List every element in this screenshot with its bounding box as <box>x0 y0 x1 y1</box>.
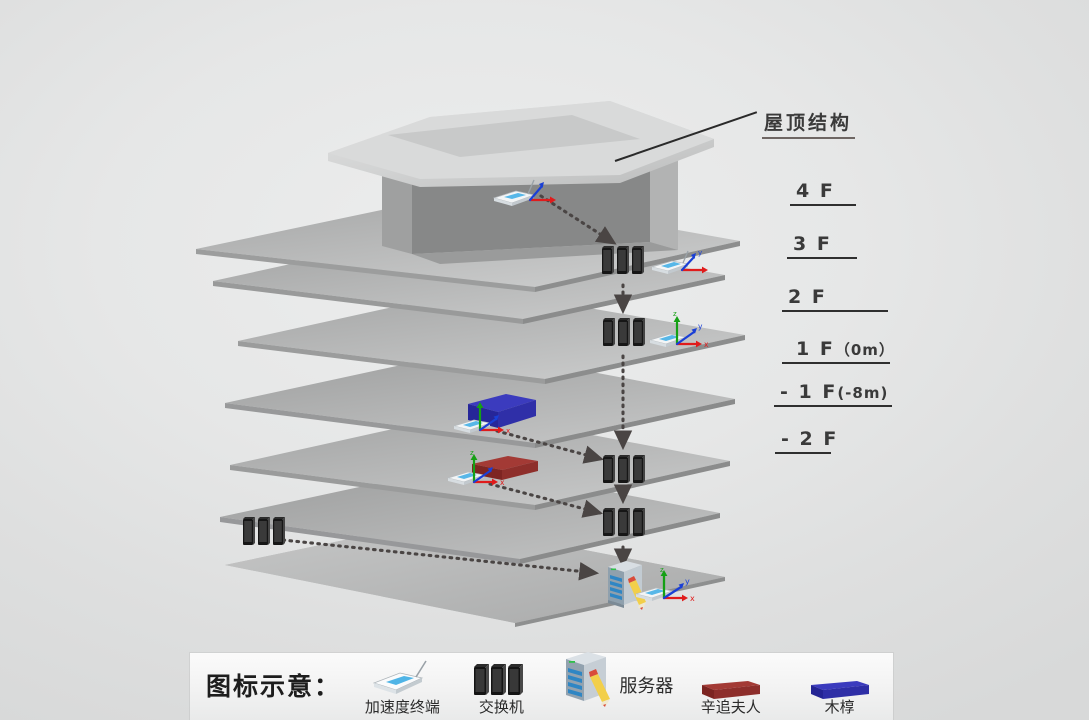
floor-label--1f: - 1 F(-8m) <box>774 381 892 407</box>
device-network-switch-3f[interactable] <box>600 244 650 284</box>
legend-title: 图标示意： <box>206 672 342 701</box>
legend-item-switch: 交换机 <box>458 653 545 720</box>
floor-label--1f-text: - 1 F <box>780 381 838 403</box>
network-switch-icon <box>472 659 530 699</box>
svg-text:x: x <box>704 340 709 349</box>
axis-indicator-1f: z x y <box>673 310 709 349</box>
svg-text:y: y <box>698 249 702 257</box>
legend-item-xinzhui: 辛追夫人 <box>675 653 786 720</box>
network-switch-icon <box>603 318 645 346</box>
axis-indicator--1f: x <box>476 402 510 435</box>
network-switch-icon <box>602 246 644 274</box>
floor-label-3f: 3 F <box>787 233 857 259</box>
floor-label-1f-unit: （0m） <box>834 341 895 359</box>
device-network-switch-bottom-right[interactable] <box>601 506 651 546</box>
device-accelerometer-terminal-bottom[interactable]: z x y <box>634 566 710 616</box>
device-accelerometer-terminal-4f[interactable] <box>490 178 560 212</box>
floor-underline-4f <box>790 204 856 206</box>
legend-label-server: 服务器 <box>619 675 674 697</box>
network-switch-icon <box>243 517 285 545</box>
axis-indicator--2f: z x <box>470 449 505 487</box>
blue-block-icon <box>809 659 871 699</box>
floor-label-3f-text: 3 F <box>793 233 832 255</box>
svg-text:x: x <box>500 478 505 487</box>
svg-text:x: x <box>690 594 695 603</box>
svg-text:y: y <box>698 322 703 331</box>
network-switch-icon <box>603 455 645 483</box>
device-network-switch--2f[interactable] <box>601 453 651 493</box>
floor-label-1f-text: 1 F <box>796 338 835 360</box>
floor-label--2f-text: - 2 F <box>781 428 839 450</box>
legend-label-switch: 交换机 <box>478 697 524 716</box>
floor-underline-2f <box>782 310 888 312</box>
floor-underline-3f <box>787 257 857 259</box>
legend-item-coffin: 木椁 <box>786 653 893 720</box>
legend-label-coffin: 木椁 <box>824 697 855 716</box>
floor-underline--2f <box>775 452 831 454</box>
floor-label-2f: 2 F <box>782 286 888 312</box>
red-block-icon <box>700 659 762 699</box>
roof-underline <box>762 137 855 139</box>
axis-indicator-bottom: z x y <box>660 566 695 603</box>
legend-label-xinzhui: 辛追夫人 <box>700 697 761 716</box>
svg-text:z: z <box>660 566 664 574</box>
floor-label-4f-text: 4 F <box>796 180 835 202</box>
floor-label--2f: - 2 F <box>775 428 842 454</box>
accelerometer-terminal-icon <box>650 250 690 274</box>
roof-structure-label: 屋顶结构 <box>764 112 853 134</box>
network-switch-icon <box>603 508 645 536</box>
axis-indicator-3f: y <box>680 249 708 274</box>
accelerometer-terminal-icon <box>492 179 536 206</box>
floor-label-2f-text: 2 F <box>788 286 827 308</box>
annotation-roof-structure: 屋顶结构 <box>762 108 856 139</box>
legend-item-terminal: 加速度终端 <box>347 653 458 720</box>
device-network-switch-bottom-left[interactable] <box>241 515 291 555</box>
floor-underline--1f <box>774 405 892 407</box>
server-tower-icon <box>560 651 618 707</box>
svg-text:z: z <box>673 310 677 318</box>
svg-text:z: z <box>470 449 474 457</box>
legend-label-terminal: 加速度终端 <box>364 697 440 716</box>
device-accelerometer-terminal--2f[interactable]: z x <box>446 449 518 498</box>
floor-label-4f: 4 F <box>790 180 856 206</box>
svg-text:x: x <box>506 427 510 435</box>
floor-underline-1f <box>782 362 890 364</box>
floor-label--1f-unit: (-8m) <box>837 384 889 402</box>
svg-text:y: y <box>685 577 690 586</box>
legend-panel: 图标示意： 加速度终端 交换机 <box>190 651 893 720</box>
device-accelerometer-terminal--1f[interactable]: x <box>452 396 524 446</box>
device-network-switch-1f[interactable] <box>601 316 651 356</box>
pencil-icon <box>628 576 646 610</box>
device-accelerometer-terminal-3f[interactable]: y <box>648 248 714 280</box>
device-accelerometer-terminal-1f[interactable]: z x y <box>646 310 718 358</box>
axis-indicator-4f <box>528 182 556 204</box>
floor-label-1f: 1 F（0m） <box>782 338 899 364</box>
accelerometer-terminal-icon <box>370 659 434 699</box>
legend-item-server: 服务器 <box>545 651 676 720</box>
